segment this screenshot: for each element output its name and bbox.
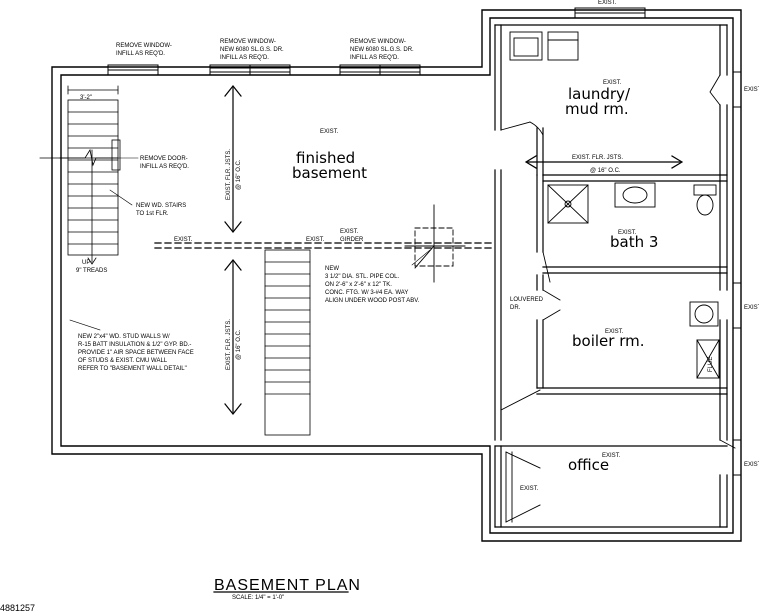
laundry-joist-spacing: @ 16" O.C. [590, 168, 621, 174]
remove-window-note-3b: NEW 6080 SL.G.S. DR. [350, 47, 414, 53]
joist-label-upper: EXIST. FLR. JSTS. [226, 149, 232, 200]
exist-girder-label-1: EXIST. [340, 229, 359, 235]
plan-title: BASEMENT PLAN [214, 577, 361, 594]
remove-window-note-1: REMOVE WINDOW- [116, 43, 172, 49]
room-laundry-1: laundry/ [568, 85, 631, 103]
pipe-col-note-5: ALIGN UNDER WOOD POST ABV. [325, 298, 420, 304]
joist-spacing-lower: @ 16" O.C. [236, 329, 242, 360]
joist-arrows [224, 85, 684, 415]
exist-laundry-label: EXIST. [603, 80, 622, 86]
room-office: office [568, 456, 609, 474]
remove-window-note-3c: INFILL AS REQ'D. [350, 55, 399, 61]
boiler-fixtures [689, 301, 720, 379]
stair-width-dimension: 3'-2" [80, 95, 92, 101]
exist-girder-left: EXIST. [174, 237, 193, 243]
wall-note-4: OF STUDS & EXIST. CMU WALL [78, 358, 168, 364]
stair-up-label: UP [82, 260, 90, 266]
leaders [69, 157, 431, 331]
louvered-door-label-1: LOUVERED [510, 297, 544, 303]
remove-door-note-2: INFILL AS REQ'D. [140, 164, 189, 170]
right-wall-openings [732, 71, 742, 476]
exist-basement-label: EXIST. [320, 129, 339, 135]
new-stairs-note-1: NEW WD. STAIRS [136, 203, 186, 209]
laundry-fixtures [509, 31, 579, 61]
exist-closet-label: EXIST. [520, 486, 539, 492]
exist-right-2: EXIST. [744, 305, 759, 311]
exist-office-label: EXIST. [602, 453, 621, 459]
remove-window-note-2b: NEW 6080 SL.G.S. DR. [220, 47, 284, 53]
outer-wall [51, 9, 742, 542]
wall-note-5: REFER TO "BASEMENT WALL DETAIL" [78, 366, 187, 372]
exist-right-3: EXIST. [744, 462, 759, 468]
room-boiler: boiler rm. [572, 332, 644, 350]
room-bath-3: bath 3 [610, 233, 658, 251]
remove-door-note-1: REMOVE DOOR- [140, 156, 188, 162]
stairs [39, 85, 121, 265]
louvered-door-label-2: DR. [510, 305, 521, 311]
remove-window-note-2c: INFILL AS REQ'D. [220, 55, 269, 61]
joist-spacing-upper: @ 16" O.C. [236, 159, 242, 190]
exist-right-1: EXIST. [744, 87, 759, 93]
wall-note-1: NEW 2"x4" WD. STUD WALLS W/ [78, 334, 170, 340]
doors [500, 74, 736, 523]
bath-fixtures [547, 182, 717, 224]
basement-stairs [264, 249, 311, 436]
exist-girder-mid: EXIST. [306, 237, 325, 243]
flue-label: FLUE [708, 357, 714, 372]
wall-note-3: PROVIDE 1" AIR SPACE BETWEEN FACE [78, 350, 194, 356]
pipe-col-note-1: NEW [325, 266, 339, 272]
remove-window-note-1b: INFILL AS REQ'D. [116, 51, 165, 57]
pipe-col-note-3: ON 2'-6" x 2'-6" x 12" TK. [325, 282, 392, 288]
new-stairs-note-2: TO 1st FLR. [136, 211, 169, 217]
plan-scale: SCALE: 1/4" = 1'-0" [232, 595, 284, 601]
girder-line [154, 242, 496, 249]
joist-label-lower: EXIST. FLR. JSTS. [226, 319, 232, 370]
wall-note-2: R-15 BATT INSULATION & 1/2" GYP. BD.- [78, 342, 191, 348]
interior-walls [494, 24, 728, 528]
exist-bath-label: EXIST. [618, 230, 637, 236]
pipe-column [404, 204, 466, 283]
room-laundry-2: mud rm. [565, 100, 629, 118]
exist-girder-label-2: GIRDER [340, 237, 364, 243]
remove-window-note-3a: REMOVE WINDOW- [350, 39, 406, 45]
exist-boiler-label: EXIST. [605, 329, 624, 335]
top-wall-openings [107, 7, 646, 76]
stair-treads-label: 9" TREADS [76, 268, 107, 274]
page-id: 4881257 [0, 603, 35, 613]
laundry-joist-label: EXIST. FLR. JSTS. [572, 155, 623, 161]
remove-window-note-2a: REMOVE WINDOW- [220, 39, 276, 45]
room-finished-basement-2: basement [292, 164, 367, 182]
room-finished-basement-1: finished [296, 149, 355, 167]
pipe-col-note-2: 3 1/2" DIA. STL. PIPE COL. [325, 274, 399, 280]
exist-top-label: EXIST. [598, 0, 617, 6]
pipe-col-note-4: CONC. FTG. W/ 3-#4 EA. WAY [325, 290, 408, 296]
